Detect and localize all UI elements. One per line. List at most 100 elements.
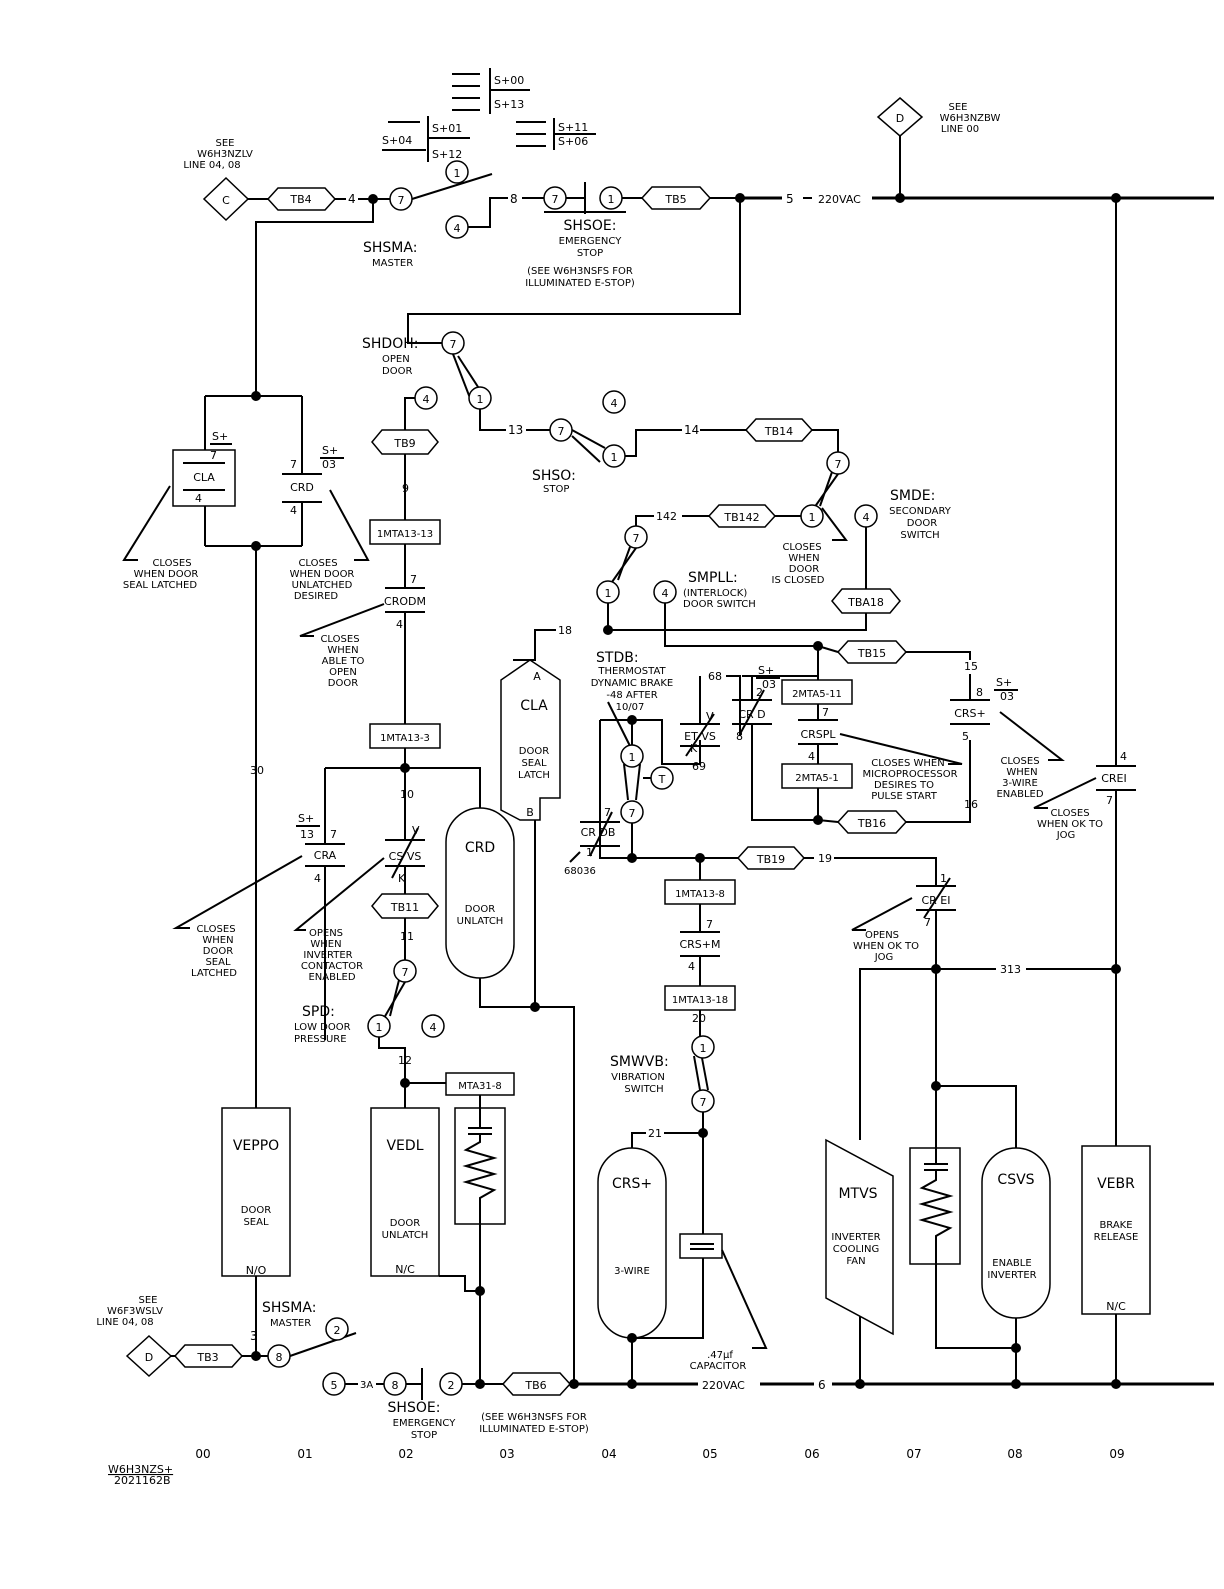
schematic-polyline [632,1258,704,1339]
schematic-polyline [378,1037,406,1083]
schematic-circle [1111,1379,1121,1389]
schematic-polyline [608,613,867,631]
top-rail-voltage: 220VAC [818,193,861,206]
schematic-line [589,811,613,857]
schematic-label: RELEASE [1094,1232,1139,1243]
schematic-label: 9 [402,482,409,495]
schematic-label: 03 [762,678,776,691]
schematic-label: 2 [756,686,763,699]
schematic-line [819,471,833,507]
column-03: 03 [499,1447,514,1461]
schematic-polyline [664,603,818,647]
schematic-label: WHEN [1006,767,1037,778]
module-1mta13-3 [369,723,441,749]
schematic-label: 7 [450,338,457,351]
schematic-polyline [936,1085,1017,1148]
schematic-label: 2MTA5-1 [795,773,839,784]
column-01: 01 [297,1447,312,1461]
schematic-label: S+ [322,444,338,457]
schematic-label: DOOR [328,678,358,689]
schematic-label: VEBR [1097,1176,1135,1192]
schematic-label: UNLATCH [457,916,504,927]
schematic-circle [325,1317,349,1341]
schematic-polyline [751,724,818,821]
schematic-label: CLA [520,698,548,714]
schematic-label: 03 [322,458,336,471]
schematic-polyline [726,675,741,736]
schematic-label: IS CLOSED [772,575,825,586]
schematic-label: SEE [139,1295,158,1306]
schematic-label: S+ [758,664,774,677]
schematic-label: MTVS [838,1186,877,1202]
schematic-circle [445,160,469,184]
schematic-polyline [821,507,848,541]
schematic-label: S+01 [432,122,462,135]
schematic-label: WHEN [202,935,233,946]
schematic-label: TB14 [764,425,793,438]
schematic-label: 7 [552,193,559,206]
off-sheet-connector-c [202,176,250,222]
schematic-label: 4 [808,750,815,763]
schematic-label: 1 [940,872,947,885]
schematic-label: W6F3WSLV [107,1306,163,1317]
schematic-label: D [896,112,904,125]
schematic-label: TB9 [393,437,415,450]
schematic-polyline [599,720,632,859]
schematic-label: SEAL [205,957,231,968]
schematic-line [685,713,715,757]
schematic-label: 7 [629,807,636,820]
schematic-label: ENABLED [308,972,355,983]
load-mtvs-fan [825,1138,894,1336]
schematic-label: N/C [1106,1300,1126,1313]
schematic-label: TB6 [524,1379,546,1392]
schematic-label: 7 [410,573,417,586]
schematic-label: INVERTER [987,1270,1036,1281]
schematic-line [289,1332,357,1357]
schematic-label: CRS+M [679,938,720,951]
schematic-label: CRA [314,849,337,862]
schematic-label: DYNAMIC BRAKE [591,678,673,689]
schematic-line [817,819,839,823]
schematic-line [571,429,606,449]
schematic-label: 4 [423,393,430,406]
schematic-label: SWITCH [624,1084,663,1095]
schematic-label: 7 [706,918,713,931]
schematic-polyline [834,857,937,886]
schematic-label: 7 [633,532,640,545]
schematic-label: TB15 [857,647,886,660]
schematic-label: 3-WIRE [614,1266,650,1277]
shsma-blade [411,173,493,200]
schematic-circle [1011,1379,1021,1389]
top-power-rail: 5 220VAC [740,192,1214,206]
schematic-label: 10/07 [616,702,645,713]
schematic-label: S+06 [558,135,588,148]
schematic-line [617,546,631,581]
schematic-label: 20 [692,1012,706,1025]
schematic-label: UNLATCH [382,1230,429,1241]
schematic-label: UNLATCHED [292,580,353,591]
schematic-label: 19 [818,852,832,865]
schematic-label: 8 [392,1379,399,1392]
schematic-label: TB3 [196,1351,218,1364]
schematic-label: LATCH [518,770,550,781]
schematic-label: TB11 [390,901,419,914]
ref-c-letter: C [222,194,230,207]
schematic-polyline [293,857,385,931]
schematic-label: OPEN [382,354,410,365]
schematic-label: ILLUMINATED E-STOP) [479,1424,589,1435]
schematic-label: CRSPL [800,728,836,741]
schematic-label: LINE 04, 08 [96,1317,153,1328]
schematic-label: 7 [402,966,409,979]
schematic-label: DOOR SWITCH [683,599,756,610]
schematic-label: 4 [430,1021,437,1034]
schematic-polyline [918,1170,954,1264]
schematic-label: (INTERLOCK) [683,588,747,599]
schematic-line [452,353,471,399]
schematic-label: EMERGENCY [559,236,623,247]
terminal-tb11 [371,893,439,919]
schematic-label: INVERTER [303,950,352,961]
schematic-polyline [325,767,481,812]
schematic-circle [603,625,613,635]
schematic-label: CAPACITOR [690,1361,747,1372]
schematic-polyline [439,1275,480,1292]
